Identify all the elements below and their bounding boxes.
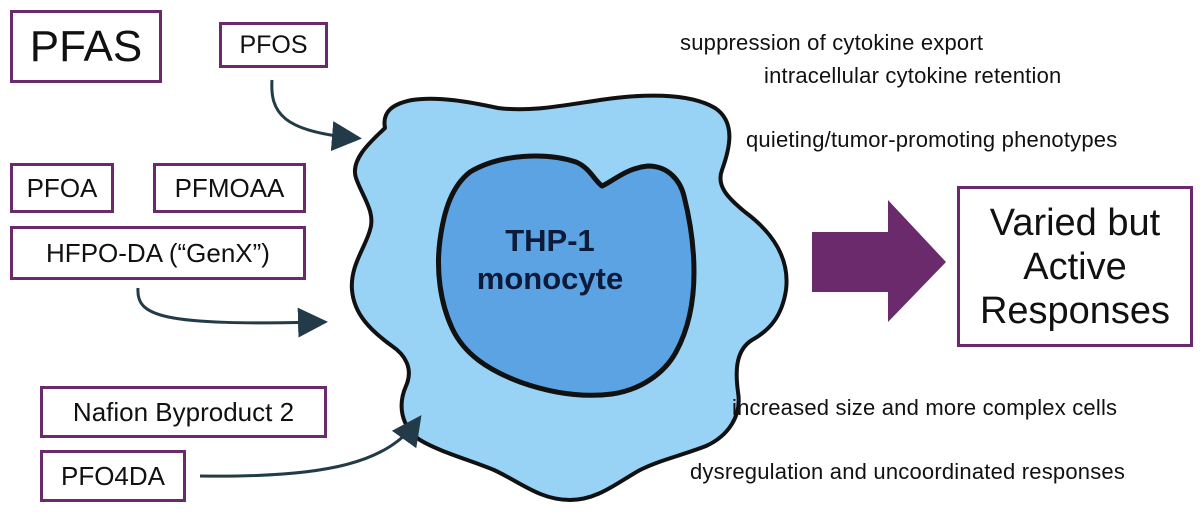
nucleus xyxy=(436,153,697,398)
compound-label-pfos: PFOS xyxy=(239,30,308,59)
compound-box-pfmoaa: PFMOAA xyxy=(153,163,306,213)
effect-intracellular-cytokine-retention: intracellular cytokine retention xyxy=(764,63,1062,88)
compound-box-nafion: Nafion Byproduct 2 xyxy=(40,386,327,438)
compound-label-hfpo-da: HFPO-DA (“GenX”) xyxy=(46,237,270,268)
compound-box-hfpo-da: HFPO-DA (“GenX”) xyxy=(10,226,306,280)
big-output-arrow xyxy=(812,200,946,322)
compound-label-nafion: Nafion Byproduct 2 xyxy=(72,396,295,427)
effect-increased-size: increased size and more complex cells xyxy=(732,395,1118,420)
effect-suppression-cytokine-export: suppression of cytokine export xyxy=(680,30,984,55)
arrow-hfpo-to-cell xyxy=(136,287,328,338)
result-line1: Varied but xyxy=(989,201,1161,244)
compound-label-pfo4da: PFO4DA xyxy=(60,460,166,491)
effect-quieting-phenotypes: quieting/tumor-promoting phenotypes xyxy=(746,127,1118,152)
compound-box-pfoa: PFOA xyxy=(10,163,114,213)
pfas-heading: PFAS xyxy=(29,21,143,71)
arrow-pfos-to-cell xyxy=(270,79,362,152)
result-line3: Responses xyxy=(979,289,1171,332)
effect-dysregulation: dysregulation and uncoordinated response… xyxy=(690,459,1126,484)
compound-box-pfos: PFOS xyxy=(219,22,328,68)
result-line2: Active xyxy=(1023,245,1127,288)
compound-box-pfo4da: PFO4DA xyxy=(40,450,186,502)
pfas-heading-box: PFAS xyxy=(10,10,162,83)
cell-label-line1: THP-1 xyxy=(505,223,595,258)
cell-label: THP-1 monocyte xyxy=(470,222,630,298)
result-box: Varied but Active Responses xyxy=(957,186,1193,347)
compound-label-pfmoaa: PFMOAA xyxy=(174,172,285,203)
arrow-pfo4da-to-cell xyxy=(199,415,422,478)
compound-label-pfoa: PFOA xyxy=(26,172,98,203)
cell-label-line2: monocyte xyxy=(476,261,624,296)
